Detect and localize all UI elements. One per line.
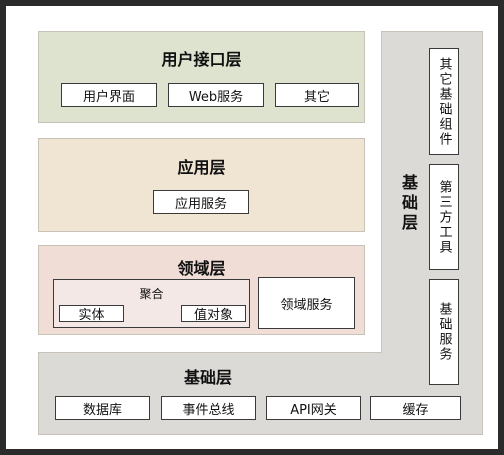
ui-layer-title: 用户接口层	[161, 50, 242, 69]
infra-item-database: 数据库	[55, 396, 150, 420]
infra-item-event-bus: 事件总线	[161, 396, 256, 420]
infra-item-cache: 缓存	[370, 396, 461, 420]
architecture-diagram: 基础层 基础层 数据库 事件总线 API网关 缓存 其它基础组件 第三方工具 基…	[6, 6, 498, 449]
aggregate-value-object: 值对象	[181, 305, 246, 323]
aggregate-box: 聚合 实体 值对象	[53, 279, 250, 328]
domain-layer-title: 领域层	[177, 259, 226, 278]
infra-side-third-party-tools: 第三方工具	[429, 164, 459, 270]
aggregate-entity: 实体	[59, 305, 124, 323]
ui-item-web-service: Web服务	[168, 83, 264, 107]
infra-side-other-components: 其它基础组件	[429, 48, 459, 155]
infra-item-api-gateway: API网关	[266, 396, 361, 420]
infra-layer-side-title: 基础层	[399, 174, 418, 234]
app-layer-title: 应用层	[177, 158, 226, 177]
infra-layer-title: 基础层	[183, 368, 232, 387]
aggregate-label: 聚合	[139, 287, 164, 301]
domain-layer: 领域层 聚合 实体 值对象 领域服务	[38, 245, 365, 335]
ui-item-user-interface: 用户界面	[61, 83, 157, 107]
infra-side-base-services: 基础服务	[429, 279, 459, 385]
infra-layer-bottom	[38, 352, 483, 435]
app-item-app-service: 应用服务	[153, 190, 249, 214]
ui-layer: 用户接口层 用户界面 Web服务 其它	[38, 31, 365, 123]
app-layer: 应用层 应用服务	[38, 138, 365, 232]
domain-service: 领域服务	[258, 277, 355, 329]
ui-item-other: 其它	[275, 83, 359, 107]
